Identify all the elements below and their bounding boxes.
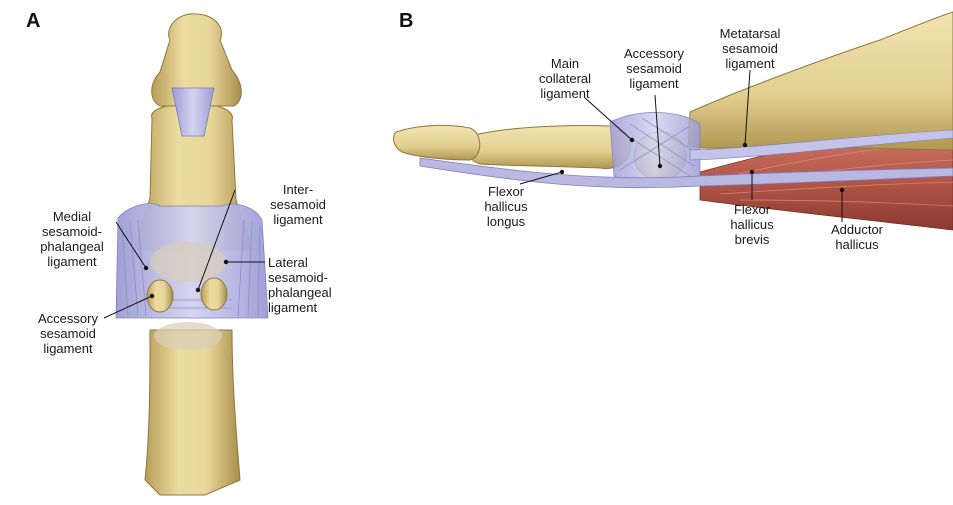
label-line: sesamoid [250,197,346,212]
label-line: brevis [712,232,792,247]
metatarsal-bone [145,330,240,495]
label-adductor-hallicus: Adductor hallicus [812,222,902,252]
label-line: ligament [250,212,346,227]
label-line: sesamoid- [18,224,126,239]
label-line: sesamoid [18,326,118,341]
b-proximal-phalanx-bone [466,125,630,168]
label-line: Metatarsal [700,26,800,41]
collateral-ligament [610,112,700,186]
label-flexor-hallicus-brevis: Flexor hallicus brevis [712,202,792,247]
panel-b-letter: B [399,10,413,33]
label-line: Adductor [812,222,902,237]
label-line: ligament [18,341,118,356]
label-medial-sesamoid-phalangeal-ligament: Medial sesamoid- phalangeal ligament [18,209,126,269]
label-line: collateral [520,71,610,86]
label-line: hallicus [466,199,546,214]
label-line: phalangeal [268,285,368,300]
label-line: Accessory [606,46,702,61]
label-flexor-hallicus-longus: Flexor hallicus longus [466,184,546,229]
panel-a-drawing [104,14,268,495]
label-a-accessory-sesamoid-ligament: Accessory sesamoid ligament [18,311,118,356]
label-line: sesamoid [606,61,702,76]
label-line: hallicus [812,237,902,252]
label-line: sesamoid- [268,270,368,285]
label-line: hallicus [712,217,792,232]
b-distal-phalanx-bone [394,125,480,160]
label-line: longus [466,214,546,229]
label-line: sesamoid [700,41,800,56]
label-line: Flexor [712,202,792,217]
label-line: Flexor [466,184,546,199]
label-line: ligament [18,254,126,269]
panel-a-letter: A [26,10,40,33]
label-metatarsal-sesamoid-ligament: Metatarsal sesamoid ligament [700,26,800,71]
label-line: Accessory [18,311,118,326]
label-line: Main [520,56,610,71]
label-line: ligament [700,56,800,71]
label-inter-sesamoid-ligament: Inter- sesamoid ligament [250,182,346,227]
lateral-sesamoid [201,278,227,310]
label-line: ligament [606,76,702,91]
label-line: Medial [18,209,126,224]
label-line: ligament [268,300,368,315]
label-line: ligament [520,86,610,101]
label-main-collateral-ligament: Main collateral ligament [520,56,610,101]
label-line: phalangeal [18,239,126,254]
label-line: Lateral [268,255,368,270]
label-lateral-sesamoid-phalangeal-ligament: Lateral sesamoid- phalangeal ligament [268,255,368,315]
label-line: Inter- [250,182,346,197]
label-b-accessory-sesamoid-ligament: Accessory sesamoid ligament [606,46,702,91]
